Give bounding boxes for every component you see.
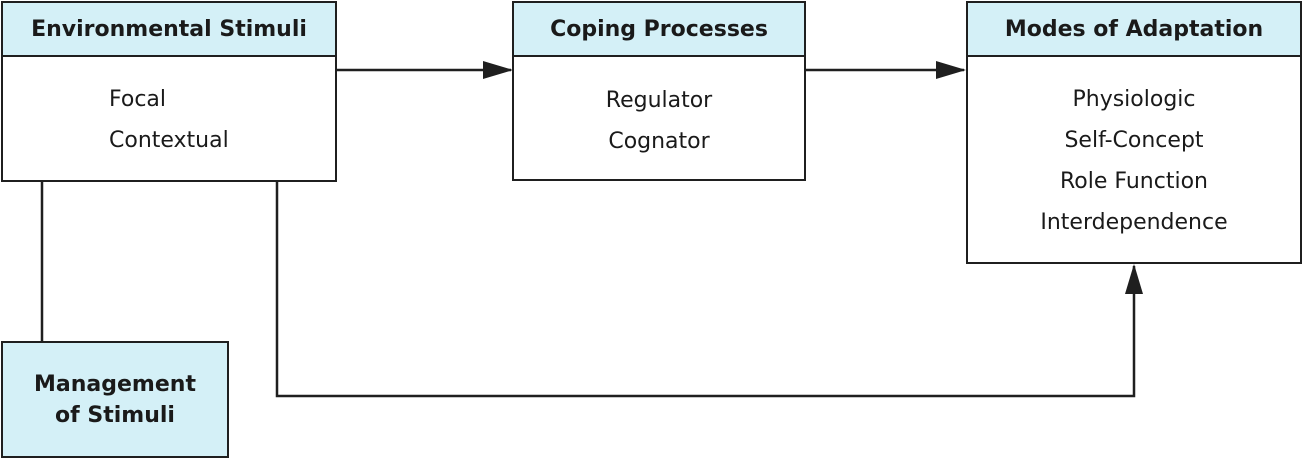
environmental-stimuli-box: Environmental Stimuli Focal Contextual: [1, 1, 337, 182]
cognator-label: Cognator: [608, 129, 710, 154]
regulator-label: Regulator: [605, 88, 713, 113]
self-concept-label: Self-Concept: [1064, 128, 1204, 153]
environmental-stimuli-title: Environmental Stimuli: [3, 3, 335, 57]
arrow-coping-to-modes-head: [936, 61, 966, 79]
management-line-1: Management: [34, 371, 196, 397]
focal-label: Focal: [109, 87, 167, 112]
contextual-label: Contextual: [109, 128, 229, 153]
physiologic-label: Physiologic: [1072, 87, 1196, 112]
coping-processes-title: Coping Processes: [514, 3, 804, 57]
role-function-label: Role Function: [1060, 169, 1208, 194]
interdependence-label: Interdependence: [1040, 210, 1228, 235]
modes-of-adaptation-box: Modes of Adaptation Physiologic Self-Con…: [966, 1, 1302, 264]
arrow-env-feedback-to-modes: [275, 181, 1136, 398]
arrow-env-feedback-to-modes-head: [1125, 264, 1143, 294]
modes-list: Physiologic Self-Concept Role Function I…: [968, 79, 1300, 243]
arrow-env-to-coping-head: [483, 61, 513, 79]
modes-of-adaptation-title: Modes of Adaptation: [968, 3, 1300, 57]
management-line-2: of Stimuli: [55, 402, 175, 428]
management-of-stimuli-box: Management of Stimuli: [1, 341, 229, 458]
coping-processes-box: Coping Processes Regulator Cognator: [512, 1, 806, 181]
coping-processes-list: Regulator Cognator: [514, 80, 804, 162]
